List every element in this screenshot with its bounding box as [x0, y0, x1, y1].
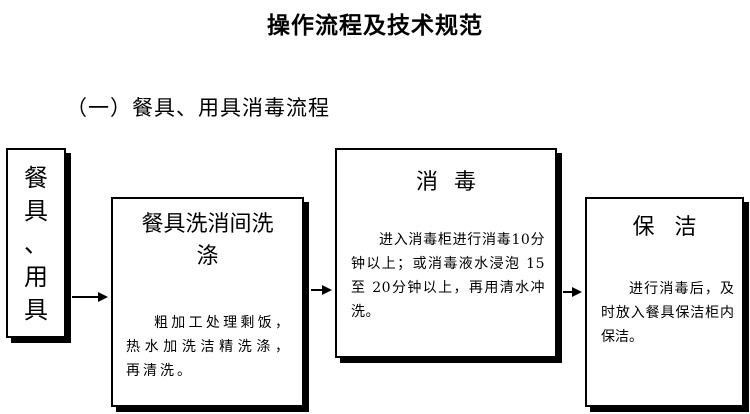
- step-clean-title: 保洁: [632, 215, 717, 240]
- step-clean-box: 保洁 进行消毒后，及时放入餐具保洁柜内保洁。: [585, 197, 744, 407]
- label-char: 具: [24, 296, 48, 324]
- page-title: 操作流程及技术规范: [267, 13, 483, 39]
- step-start-box: 餐 具 、 用 具: [6, 148, 66, 338]
- section-heading: （一）餐具、用具消毒流程: [66, 96, 330, 120]
- label-char: 用: [24, 263, 48, 291]
- step-disinfect-body: 进入消毒柜进行消毒10分钟以上；或消毒液水浸泡 15 至 20分钟以上，再用清水…: [351, 232, 545, 320]
- step-disinfect-box: 消毒 进入消毒柜进行消毒10分钟以上；或消毒液水浸泡 15 至 20分钟以上，再…: [335, 148, 557, 358]
- arrowhead-1: [98, 292, 108, 302]
- step-clean-body: 进行消毒后，及时放入餐具保洁柜内保洁。: [601, 281, 734, 345]
- step-start-label: 餐 具 、 用 具: [8, 162, 64, 327]
- step-wash-body: 粗加工处理剩饭，热水加洗洁精洗涤，再清洗。: [126, 315, 292, 379]
- step-wash-box: 餐具洗消间洗涤 粗加工处理剩饭，热水加洗洁精洗涤，再清洗。: [111, 197, 304, 407]
- arrowhead-2: [322, 285, 332, 295]
- label-char: 具: [24, 197, 48, 225]
- arrowhead-3: [572, 287, 582, 297]
- step-wash-title: 餐具洗消间洗涤: [141, 212, 274, 269]
- label-char: 餐: [24, 164, 48, 192]
- label-char: 、: [24, 230, 48, 258]
- step-disinfect-title: 消毒: [415, 170, 492, 195]
